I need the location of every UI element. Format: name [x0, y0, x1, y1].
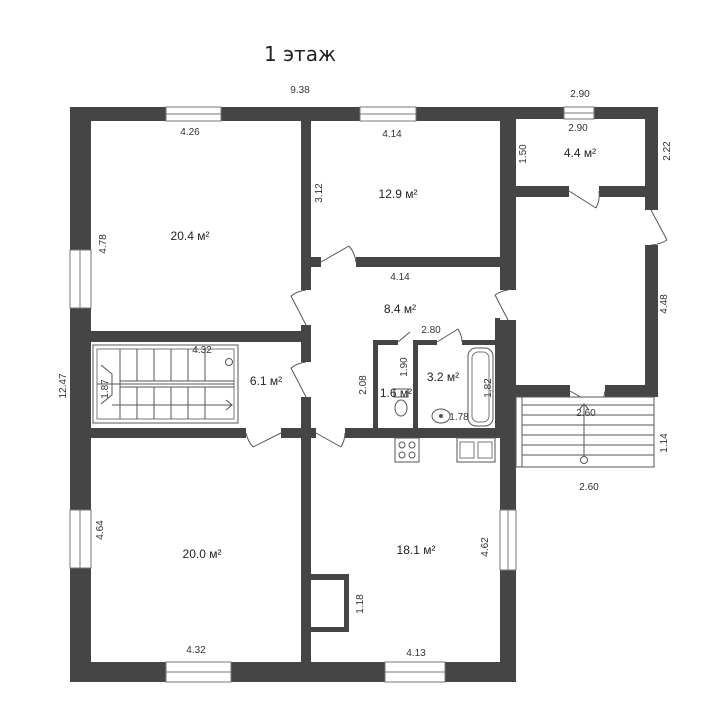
- dim-top-total: 9.38: [290, 85, 310, 96]
- dim-bath-height: 1.82: [483, 378, 494, 398]
- dim-porch-top-outer: 2.90: [570, 89, 590, 100]
- dim-hall-width: 4.14: [390, 272, 410, 283]
- kitchen-sink: [456, 437, 496, 463]
- wall-hall-bottom: [345, 428, 502, 438]
- window-top-small-room: [563, 106, 595, 120]
- wall-stair-bottom-left: [91, 428, 246, 438]
- sink: [431, 408, 451, 424]
- door-room1: [290, 289, 312, 326]
- wall-left: [70, 107, 91, 682]
- wall-room2-bottom: [356, 257, 502, 267]
- wall-room1-room2: [301, 121, 311, 336]
- closet-wall-bottom: [309, 627, 349, 632]
- closet-wall-right: [344, 574, 349, 632]
- window-bottom-kitchen: [384, 661, 446, 683]
- dim-room6-height: 4.62: [480, 537, 491, 557]
- wall-wc-bath: [413, 342, 418, 432]
- door-room5: [245, 427, 282, 448]
- dim-stair-width: 4.32: [192, 345, 212, 356]
- door-stair-room: [290, 361, 312, 398]
- area-wc: 1.6 м²: [380, 386, 412, 400]
- dim-room5-height: 4.64: [95, 520, 106, 540]
- door-wc: [397, 331, 413, 346]
- wall-wc-left: [373, 342, 378, 432]
- dim-entry-stairs-height: 1.14: [659, 433, 670, 453]
- door-room2: [320, 245, 357, 268]
- dim-stair-height: 1.87: [100, 379, 111, 399]
- dim-porch-top-inner: 2.90: [568, 123, 588, 134]
- dim-small-room-height: 1.50: [518, 144, 529, 164]
- dim-entry-stairs-width: 2.60: [579, 482, 599, 493]
- dim-entry-width: 2.60: [576, 408, 596, 419]
- area-hall: 8.4 м²: [384, 302, 416, 316]
- dim-left-total: 12.47: [58, 373, 69, 398]
- area-room-top-left: 20.4 м²: [171, 229, 210, 243]
- wall-stair-bottom-right: [281, 428, 316, 438]
- dim-wc-height: 1.90: [399, 357, 410, 377]
- dim-bath-bottom: 1.78: [449, 412, 469, 423]
- bathtub: [467, 347, 494, 427]
- windows: [69, 106, 595, 683]
- stove: [394, 437, 420, 463]
- doors: [245, 185, 668, 448]
- interior-staircase: [92, 344, 239, 424]
- dim-hall-height: 2.08: [358, 375, 369, 395]
- toilet: [393, 388, 409, 417]
- door-kitchen: [315, 427, 346, 448]
- door-bathroom: [436, 328, 463, 346]
- wall-room5-room6: [301, 438, 311, 666]
- wall-right-annex: [645, 107, 658, 397]
- dim-room5-width: 4.32: [186, 645, 206, 656]
- area-stair-room: 6.1 м²: [250, 374, 282, 388]
- area-room-top-right: 4.4 м²: [564, 146, 596, 160]
- door-annex-room: [494, 289, 516, 321]
- dim-room2-height: 3.12: [314, 183, 325, 203]
- window-top-room2: [359, 106, 417, 122]
- wall-room2-corner: [311, 257, 321, 267]
- door-annex-right: [644, 209, 668, 246]
- dim-room2-width: 4.14: [382, 129, 402, 140]
- area-kitchen: 18.1 м²: [397, 543, 436, 557]
- dim-room1-width: 4.26: [180, 127, 200, 138]
- dim-bath-width: 2.80: [421, 325, 441, 336]
- window-top-room1: [165, 106, 222, 122]
- dimension-labels: 9.38 2.90 2.90 4.26 4.14 4.78 3.12 1.50 …: [58, 85, 673, 659]
- area-room-bottom-left: 20.0 м²: [183, 547, 222, 561]
- dim-right-room-height: 4.48: [659, 294, 670, 314]
- door-small-room: [568, 185, 600, 209]
- window-left-room1: [69, 249, 92, 309]
- window-right-kitchen: [499, 509, 517, 571]
- wall-bath-right: [495, 318, 502, 432]
- floor-title: 1 этаж: [264, 42, 336, 66]
- window-bottom-room5: [165, 661, 232, 683]
- entry-steps: [515, 396, 655, 468]
- dim-closet-height: 1.18: [355, 594, 366, 614]
- closet-wall-top: [309, 574, 349, 580]
- wall-room1-bottom: [91, 331, 309, 342]
- area-room-top-middle: 12.9 м²: [379, 187, 418, 201]
- wall-bottom: [70, 662, 516, 682]
- window-left-room5: [69, 509, 92, 569]
- area-bathroom: 3.2 м²: [427, 370, 459, 384]
- dim-small-room-outer-height: 2.22: [662, 141, 673, 161]
- dim-room1-height: 4.78: [98, 234, 109, 254]
- wall-bath-top-right: [462, 340, 502, 345]
- room-area-labels: 20.4 м² 12.9 м² 4.4 м² 8.4 м² 6.1 м² 1.6…: [171, 146, 597, 561]
- wall-top-main: [70, 107, 516, 121]
- wall-wc-top: [373, 340, 398, 345]
- wall-bath-top-left: [413, 340, 437, 345]
- dim-room6-width: 4.13: [406, 648, 426, 659]
